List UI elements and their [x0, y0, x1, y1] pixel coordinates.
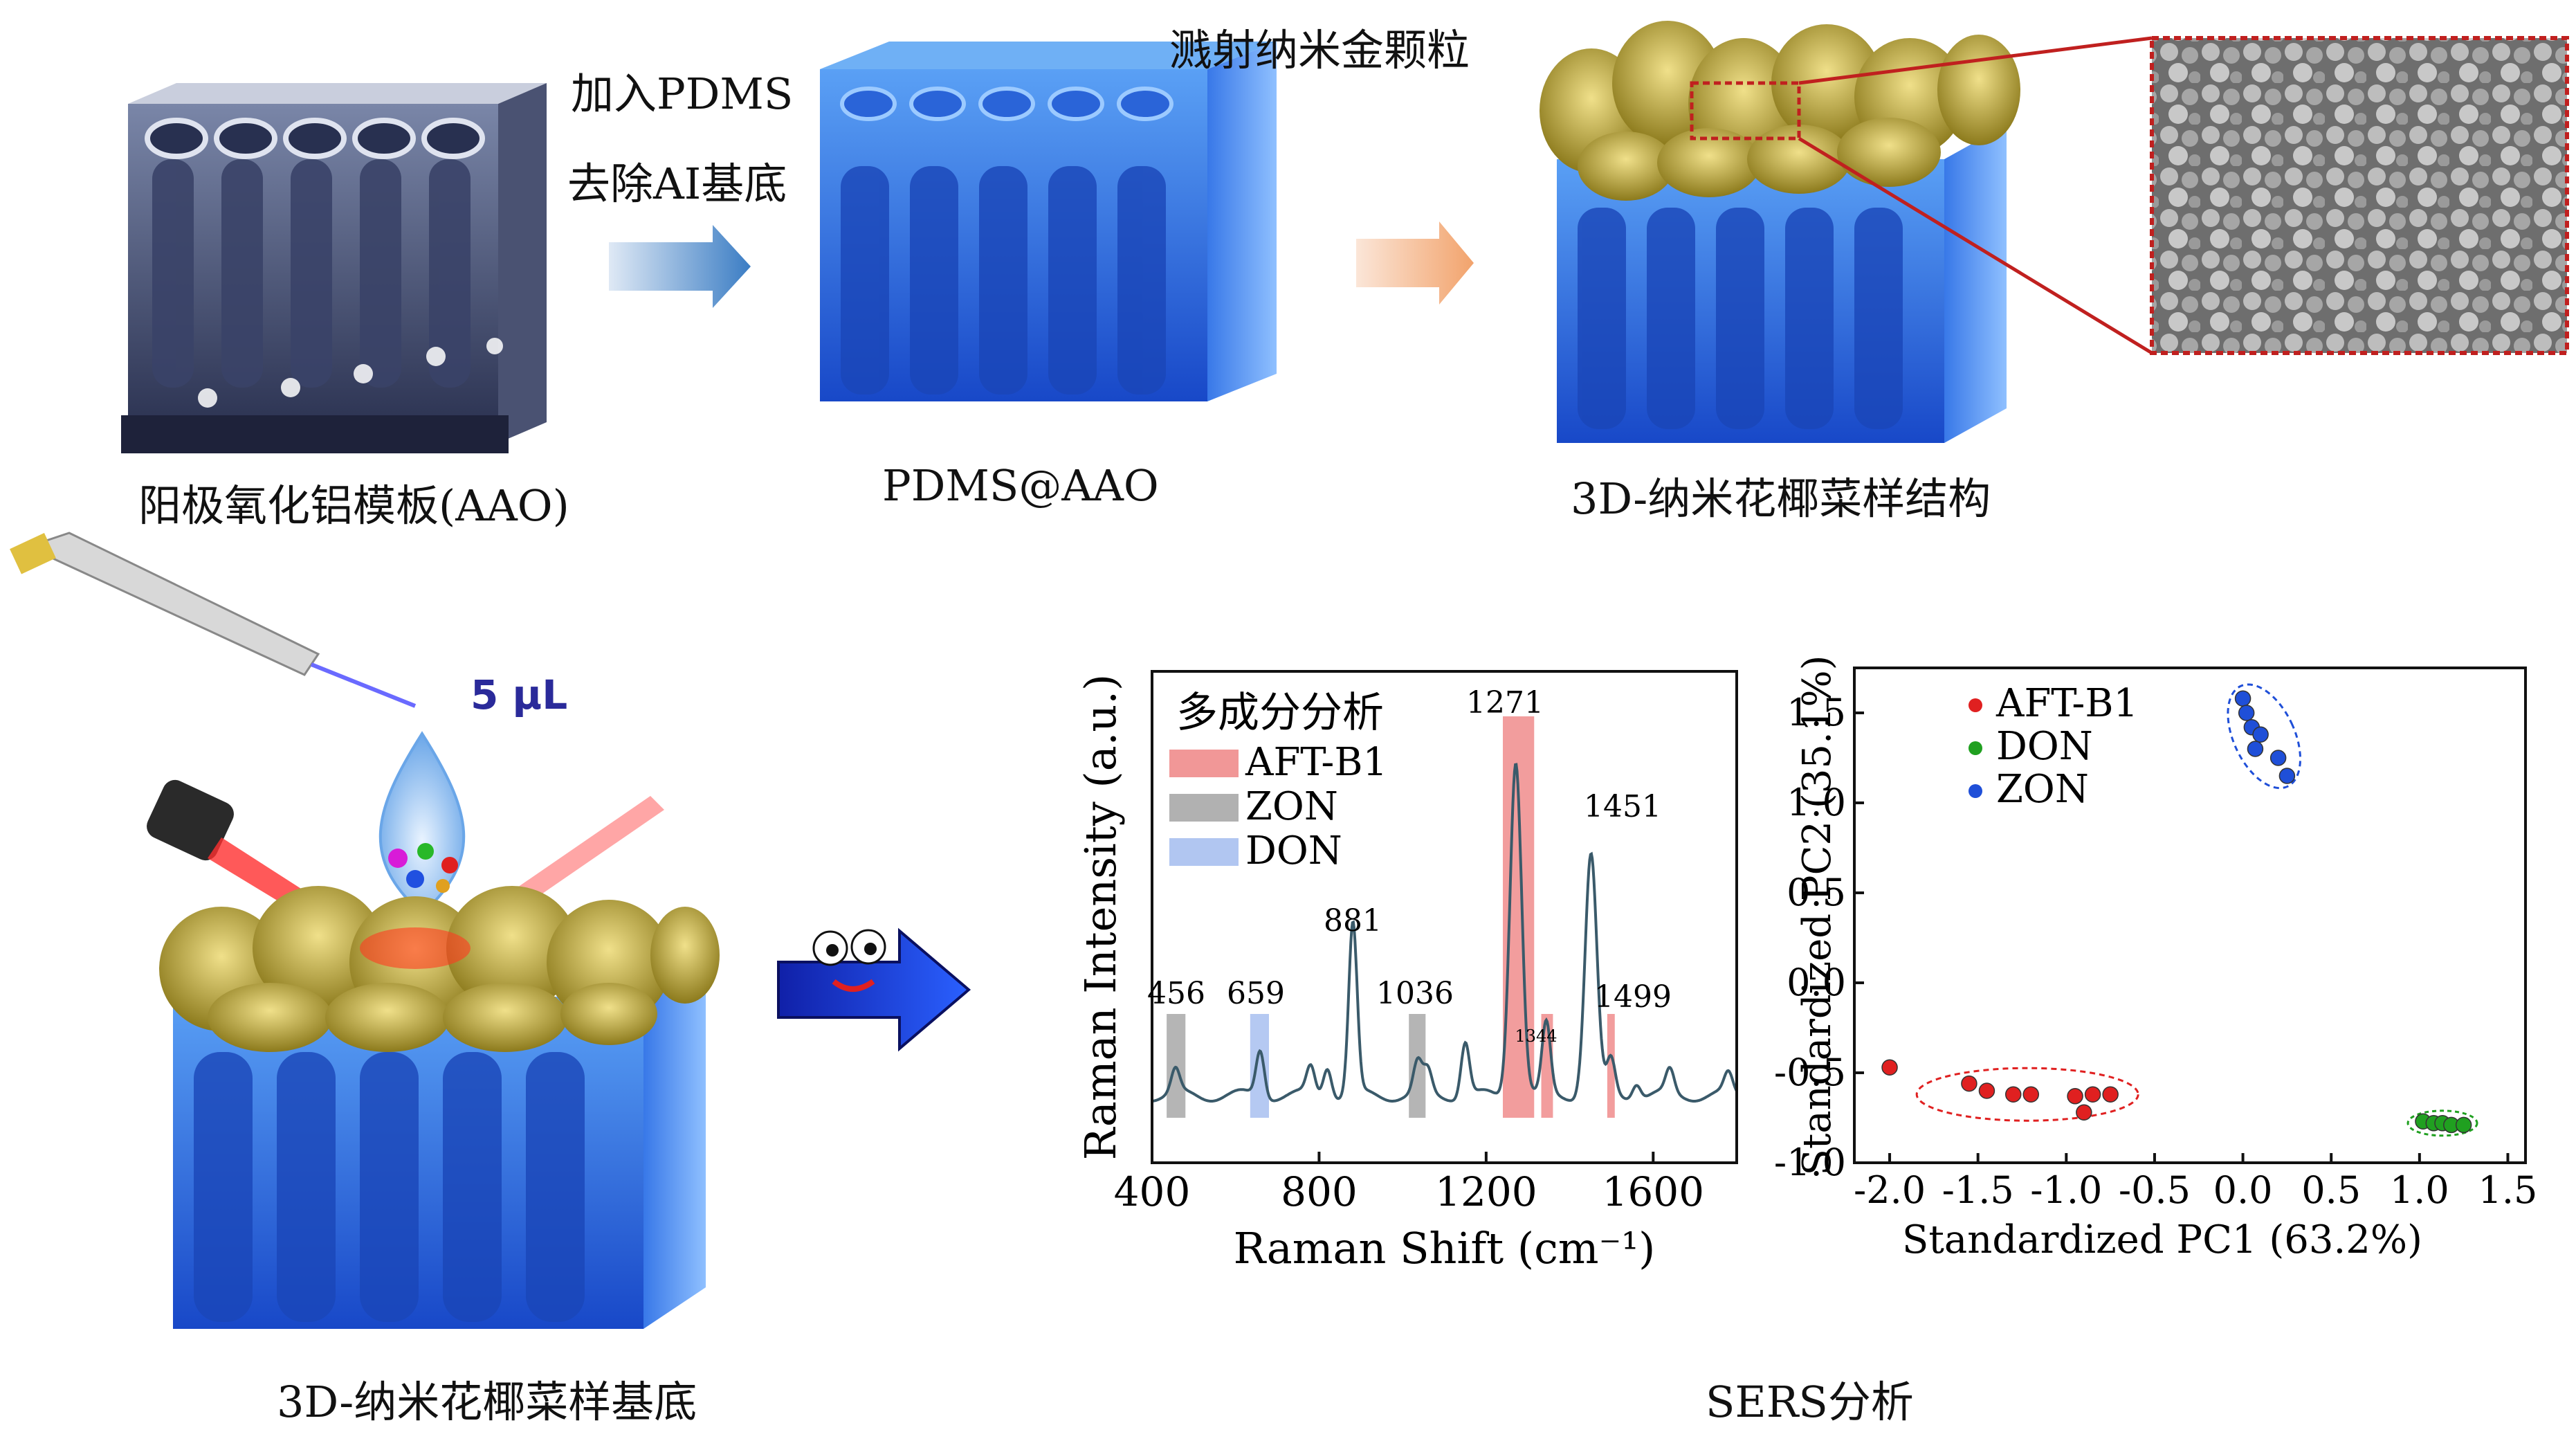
y-tick-label: 1.5: [1787, 691, 1846, 734]
pdms-aao-illustration: [820, 42, 1277, 401]
legend-marker: [1968, 784, 1982, 798]
aao-template-illustration: [121, 83, 547, 453]
y-tick-label: -1.0: [1774, 1141, 1846, 1184]
substrate-illustration: [159, 886, 720, 1329]
pca-point: [2278, 768, 2296, 784]
add-pdms-label: 加入PDMS: [571, 69, 794, 119]
x-tick-label: 1.5: [2478, 1168, 2538, 1212]
volume-label: 5 μL: [471, 671, 568, 718]
x-tick-label: -1.5: [1942, 1168, 2014, 1212]
pca-point: [1881, 1059, 1898, 1076]
x-axis-label: Standardized PC1 (63.2%): [1902, 1217, 2422, 1262]
pca-point: [2004, 1086, 2022, 1103]
x-tick-label: -0.5: [2119, 1168, 2191, 1212]
legend-entry: AFT-B1: [1995, 681, 2138, 726]
x-tick-label: 0.0: [2213, 1168, 2273, 1212]
sputter-gold-label: 溅射纳米金颗粒: [1169, 25, 1470, 75]
legend-entry: DON: [1245, 828, 1342, 873]
peak-label: 1451: [1584, 789, 1661, 824]
peak-label: 1499: [1594, 979, 1672, 1015]
x-tick-label: 400: [1114, 1168, 1191, 1215]
pipette-illustration: [10, 532, 417, 708]
pca-plot-frame: [1853, 667, 2527, 1164]
sem-inset-image: [2150, 36, 2569, 355]
pca-point: [1978, 1082, 1995, 1099]
process-arrow-1: [609, 225, 751, 308]
pca-scatter-chart: -2.0 -1.5 -1.0 -0.5 0.0 0.5 1.0 1.5 1.5 1.0 0.5 0.0…: [1774, 655, 2538, 1262]
y-tick-label: 0.5: [1787, 871, 1846, 914]
pca-point: [2022, 1086, 2040, 1103]
spectrum-band: [1167, 1014, 1186, 1118]
smiley-arrow-icon: [777, 927, 971, 1052]
sers-analysis-label: SERS分析: [1706, 1377, 1914, 1427]
pca-point: [2238, 705, 2255, 721]
legend-swatch: [1169, 794, 1239, 822]
y-axis-label: Standardized PC2 (35.1%): [1795, 655, 1840, 1176]
peak-label: 1344: [1515, 1026, 1557, 1046]
legend-marker: [1968, 741, 1982, 755]
pca-point: [2084, 1086, 2101, 1103]
x-tick-label: 800: [1281, 1168, 1358, 1215]
substrate-label: 3D-纳米花椰菜样基底: [277, 1377, 697, 1427]
y-tick-label: 0.0: [1787, 961, 1846, 1004]
peak-label: 456: [1147, 976, 1205, 1011]
x-tick-label: -2.0: [1854, 1168, 1926, 1212]
peak-label: 659: [1227, 976, 1285, 1011]
spectrum-line: [1151, 763, 1738, 1103]
pca-point: [2455, 1116, 2472, 1134]
cauliflower-structure-illustration: [1540, 21, 2153, 443]
pca-point: [1961, 1075, 1977, 1092]
legend-title: 多成分分析: [1176, 689, 1384, 737]
x-tick-label: 1.0: [2390, 1168, 2449, 1212]
cauliflower-structure-label: 3D-纳米花椰菜样结构: [1571, 473, 1991, 524]
pdms-aao-label: PDMS@AAO: [882, 460, 1159, 511]
spectrum-band: [1250, 1014, 1269, 1118]
peak-label: 1036: [1376, 976, 1454, 1011]
legend-swatch: [1169, 838, 1239, 866]
legend-entry: DON: [1996, 724, 2093, 769]
spectrum-band: [1607, 1014, 1615, 1118]
pca-point: [2252, 726, 2269, 743]
y-axis-label: Raman Intensity (a.u.): [1075, 674, 1126, 1160]
remove-al-label: 去除AI基底: [567, 158, 787, 209]
pca-point: [2102, 1086, 2119, 1103]
legend-entry: AFT-B1: [1245, 740, 1387, 785]
legend-entry: ZON: [1245, 784, 1338, 829]
legend-marker: [1968, 698, 1982, 712]
x-tick-label: 0.5: [2301, 1168, 2361, 1212]
pca-point: [2067, 1088, 2083, 1105]
zon-cluster-ellipse: [2227, 683, 2301, 790]
pca-point: [2269, 750, 2287, 766]
pca-point: [2247, 741, 2264, 757]
legend-entry: ZON: [1996, 767, 2089, 812]
peak-label: 1271: [1466, 685, 1544, 720]
y-tick-label: -0.5: [1774, 1051, 1846, 1094]
pca-point: [2234, 690, 2251, 707]
aao-template-label: 阳极氧化铝模板(AAO): [138, 480, 569, 531]
aft-cluster-ellipse: [1915, 1067, 2139, 1122]
y-tick-label: 1.0: [1787, 781, 1846, 824]
raman-plot-frame: [1151, 670, 1738, 1164]
legend-swatch: [1169, 750, 1239, 777]
droplet-illustration: [378, 731, 466, 916]
process-arrow-2: [1356, 221, 1474, 305]
peak-label: 881: [1324, 903, 1382, 939]
x-tick-label: 1600: [1602, 1168, 1704, 1215]
pca-point: [2076, 1104, 2092, 1121]
x-tick-label: 1200: [1435, 1168, 1537, 1215]
don-cluster-ellipse: [2406, 1109, 2478, 1137]
x-tick-label: -1.0: [2030, 1168, 2102, 1212]
spectrum-band: [1409, 1014, 1426, 1118]
x-axis-label: Raman Shift (cm⁻¹): [1234, 1223, 1656, 1274]
